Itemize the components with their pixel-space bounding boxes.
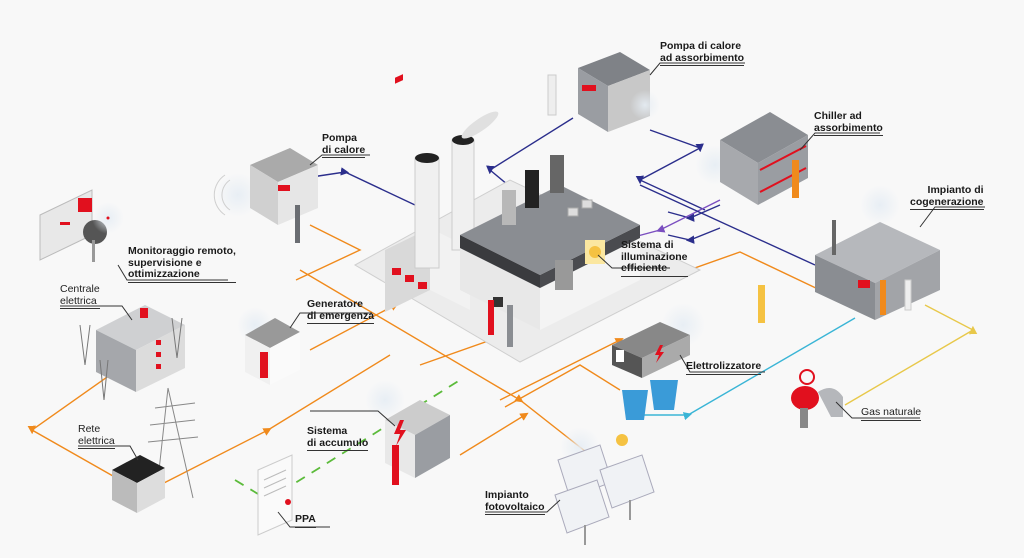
- person-scientist: [904, 279, 912, 311]
- flow-accumulo: [459, 412, 529, 456]
- label-pompa-assorbimento: Pompa di calore ad assorbimento: [660, 40, 745, 66]
- water-tank-left: [622, 390, 648, 420]
- person-worker: [392, 445, 399, 485]
- flow-purple: [629, 199, 721, 239]
- sun-icon: [616, 434, 628, 446]
- elettrolizzatore-unit: [612, 303, 705, 420]
- label-rete: Rete elettrica: [78, 423, 115, 449]
- label-fotovoltaico: Impianto fotovoltaico: [485, 489, 545, 515]
- flow-chiller-1: [667, 204, 721, 222]
- person-worker: [880, 280, 886, 315]
- lightning-icon: [394, 420, 406, 446]
- fotovoltaico-unit: [554, 427, 655, 545]
- seal-icon: [285, 499, 291, 505]
- label-ppa: PPA: [295, 513, 316, 528]
- label-cogenerazione: Impianto di cogenerazione: [910, 184, 984, 210]
- chiller-unit: [695, 112, 808, 205]
- label-pompa-calore: Pompa di calore: [322, 132, 366, 158]
- heat-flows: [304, 117, 816, 266]
- valve-wheel-icon: [799, 369, 815, 385]
- flow-pompa-assorb-right: [635, 129, 706, 211]
- leader-lines: [60, 62, 985, 528]
- label-gas: Gas naturale: [861, 406, 922, 421]
- cogenerazione-unit: [815, 185, 940, 320]
- label-illuminazione: Sistema di illuminazione efficiente: [621, 239, 688, 277]
- label-monitoraggio: Monitoraggio remoto, supervisione e otti…: [128, 245, 236, 283]
- flow-pompa-calore: [304, 167, 416, 206]
- generatore-unit: [237, 307, 300, 385]
- person: [295, 205, 300, 243]
- flow-rete-factory: [159, 354, 391, 486]
- flow-gas: [844, 304, 978, 406]
- ppa-document: [257, 454, 293, 536]
- flow-cogen-heat: [639, 184, 816, 266]
- gas-valve-unit: [791, 369, 843, 428]
- flow-chiller-2: [667, 227, 721, 244]
- label-chiller: Chiller ad assorbimento: [814, 110, 883, 136]
- factory: [353, 74, 702, 363]
- pompa-calore-unit: [213, 148, 318, 243]
- person-worker: [792, 160, 799, 198]
- rete-unit: [112, 387, 199, 513]
- transmission-tower-icon: [147, 387, 199, 499]
- lightning-icon: [655, 345, 664, 363]
- person-inspector: [758, 285, 765, 323]
- accumulo-unit: [365, 380, 450, 485]
- flow-elettro-1: [499, 338, 624, 401]
- flow-rete-centrale: [27, 374, 121, 481]
- person-visitor: [507, 305, 513, 347]
- flow-elettro-2: [504, 364, 621, 408]
- person-manager: [488, 300, 494, 335]
- centrale-unit: [79, 305, 185, 401]
- label-generatore: Generatore di emergenza: [307, 298, 375, 324]
- label-centrale: Centrale elettrica: [60, 283, 100, 309]
- pylon-icon: [79, 317, 183, 401]
- pompa-assorbimento-unit: [547, 52, 660, 132]
- label-elettrolizzatore: Elettrolizzatore: [686, 360, 762, 375]
- water-tank-right: [650, 380, 678, 410]
- flow-generatore: [309, 303, 399, 351]
- label-accumulo: Sistema di accumulo: [307, 425, 369, 451]
- flow-pompa-orange: [295, 224, 362, 281]
- flow-hydrogen: [635, 317, 856, 421]
- person-scientist: [547, 74, 557, 116]
- chimney-1: [414, 157, 440, 269]
- monitoraggio-unit: [39, 189, 124, 262]
